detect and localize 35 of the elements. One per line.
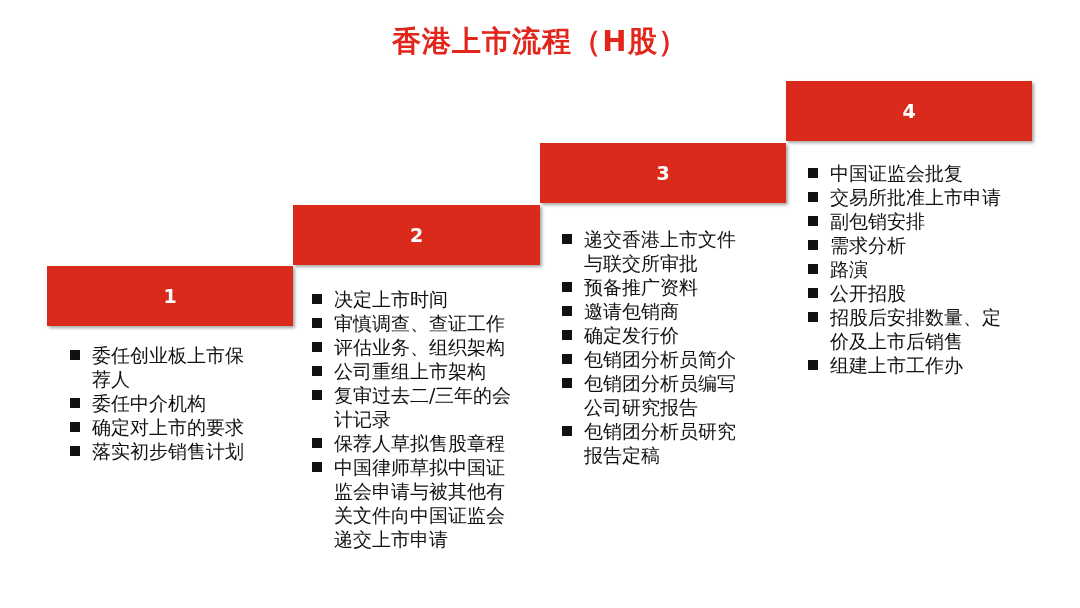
bullet-item: 预备推广资料 — [560, 275, 744, 299]
bullet-item: 保荐人草拟售股章程 — [310, 431, 513, 455]
bullet-item: 邀请包销商 — [560, 299, 744, 323]
bullet-item: 确定发行价 — [560, 323, 744, 347]
bullet-item: 评估业务、组织架构 — [310, 335, 513, 359]
bullet-item: 递交香港上市文件与联交所审批 — [560, 227, 744, 275]
bullet-item: 落实初步销售计划 — [68, 439, 252, 463]
bullet-item: 副包销安排 — [806, 209, 1009, 233]
title: 香港上市流程（H股） — [391, 23, 689, 60]
step-number: 4 — [902, 100, 916, 122]
bullet-item: 包销团分析员研究报告定稿 — [560, 419, 744, 467]
step-bar — [47, 266, 293, 326]
bullet-item: 路演 — [806, 257, 1009, 281]
bullet-item: 中国证监会批复 — [806, 161, 1009, 185]
step-bar — [293, 205, 540, 265]
step-bar — [540, 143, 786, 203]
bullet-item: 委任中介机构 — [68, 391, 252, 415]
bullet-item: 包销团分析员简介 — [560, 347, 744, 371]
bullet-item: 中国律师草拟中国证监会申请与被其他有关文件向中国证监会递交上市申请 — [310, 455, 513, 551]
step-bar — [786, 81, 1032, 141]
bullet-item: 决定上市时间 — [310, 287, 513, 311]
bullet-item: 公司重组上市架构 — [310, 359, 513, 383]
bullet-item: 需求分析 — [806, 233, 1009, 257]
bullet-item: 委任创业板上市保荐人 — [68, 343, 252, 391]
bullet-item: 公开招股 — [806, 281, 1009, 305]
bullet-item: 复审过去二/三年的会计记录 — [310, 383, 513, 431]
bullet-item: 审慎调查、查证工作 — [310, 311, 513, 335]
bullet-item: 确定对上市的要求 — [68, 415, 252, 439]
bullet-item: 招股后安排数量、定价及上市后销售 — [806, 305, 1009, 353]
bullet-item: 交易所批准上市申请 — [806, 185, 1009, 209]
step-number: 1 — [163, 285, 177, 307]
bullet-item: 包销团分析员编写公司研究报告 — [560, 371, 744, 419]
bullet-item: 组建上市工作办 — [806, 353, 1009, 377]
step-number: 2 — [409, 224, 424, 246]
step-number: 3 — [656, 162, 670, 184]
